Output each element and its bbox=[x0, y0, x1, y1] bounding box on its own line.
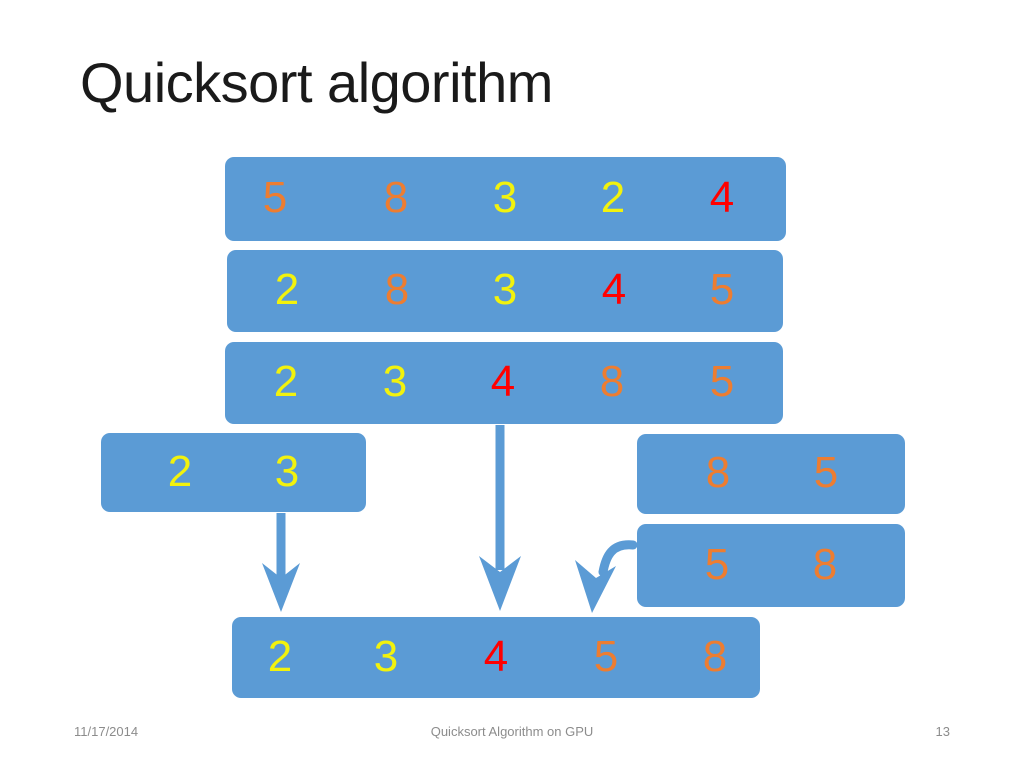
array-cell: 5 bbox=[813, 448, 839, 498]
array-right-subarray-unsorted: 8 5 bbox=[637, 434, 905, 514]
arrow-right-merge bbox=[575, 540, 638, 613]
array-cell: 8 bbox=[599, 357, 625, 407]
array-cell: 8 bbox=[383, 173, 409, 223]
array-cell: 3 bbox=[492, 173, 518, 223]
page-title: Quicksort algorithm bbox=[80, 51, 553, 114]
array-cell: 4 bbox=[483, 631, 509, 681]
array-cell: 5 bbox=[593, 631, 619, 681]
array-cell: 2 bbox=[167, 446, 193, 496]
footer-page-number: 13 bbox=[935, 724, 950, 739]
arrow-pivot-merge bbox=[479, 425, 521, 611]
array-cell: 2 bbox=[600, 173, 626, 223]
array-cell: 2 bbox=[267, 631, 293, 681]
array-cell: 5 bbox=[262, 173, 288, 223]
array-cell: 8 bbox=[705, 448, 731, 498]
footer-date: 11/17/2014 bbox=[74, 724, 139, 739]
array-cell: 5 bbox=[709, 265, 735, 315]
array-cell: 5 bbox=[709, 357, 735, 407]
array-cell: 8 bbox=[384, 265, 410, 315]
array-cell: 3 bbox=[382, 357, 408, 407]
array-right-subarray-sorted: 5 8 bbox=[637, 524, 905, 607]
array-cell: 5 bbox=[704, 539, 730, 589]
array-row-step-1: 2 8 3 4 5 bbox=[227, 250, 783, 332]
array-cell: 8 bbox=[702, 631, 728, 681]
array-cell: 4 bbox=[490, 357, 516, 407]
array-cell: 8 bbox=[812, 539, 838, 589]
array-left-subarray: 2 3 bbox=[101, 433, 366, 512]
array-cell: 4 bbox=[709, 173, 735, 223]
array-cell: 3 bbox=[492, 265, 518, 315]
array-cell: 2 bbox=[273, 357, 299, 407]
array-row-result: 2 3 4 5 8 bbox=[232, 617, 760, 698]
array-row-initial: 5 8 3 2 4 bbox=[225, 157, 786, 241]
footer-title: Quicksort Algorithm on GPU bbox=[430, 724, 594, 739]
array-cell: 2 bbox=[274, 265, 300, 315]
array-cell: 3 bbox=[274, 446, 300, 496]
array-cell: 4 bbox=[601, 265, 627, 315]
arrow-left-merge bbox=[262, 513, 300, 612]
array-row-step-2: 2 3 4 8 5 bbox=[225, 342, 783, 424]
array-cell: 3 bbox=[373, 631, 399, 681]
